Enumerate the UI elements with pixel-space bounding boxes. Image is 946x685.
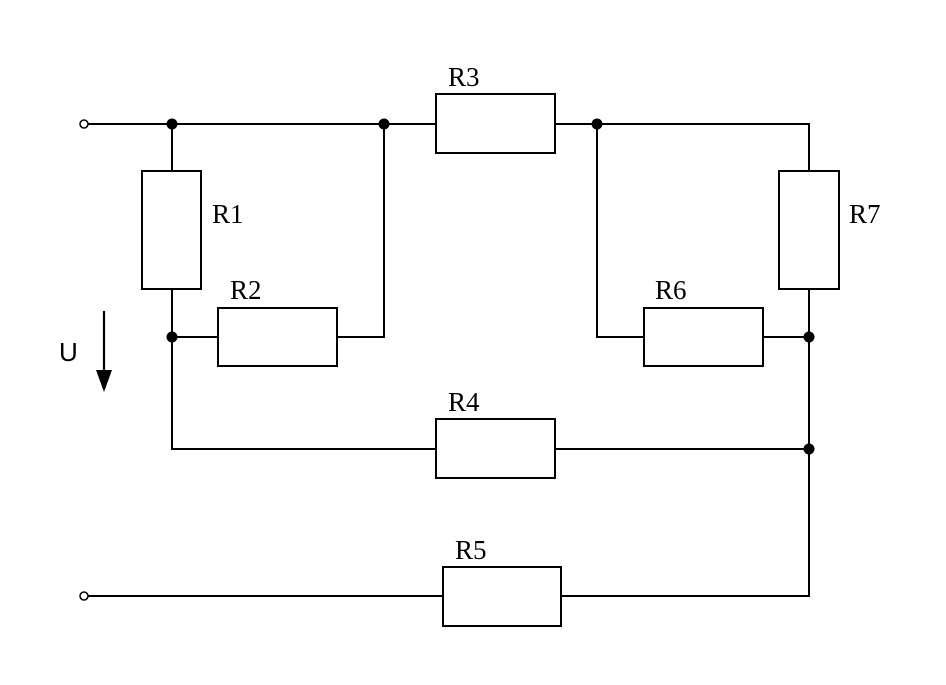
junctions xyxy=(166,118,815,455)
resistor-r3 xyxy=(435,93,556,154)
resistor-r2 xyxy=(217,307,338,367)
terminal-bottom xyxy=(79,591,89,601)
label-r7: R7 xyxy=(849,199,881,229)
label-r5: R5 xyxy=(455,535,487,565)
voltage-label: U xyxy=(59,337,78,367)
junction-node xyxy=(591,118,603,130)
resistor-r7 xyxy=(778,170,840,290)
resistor-r4 xyxy=(435,418,556,479)
resistor-r1 xyxy=(141,170,202,290)
voltage-arrow-icon xyxy=(96,311,112,392)
label-r4: R4 xyxy=(448,387,480,417)
label-r2: R2 xyxy=(230,275,262,305)
wires xyxy=(87,123,810,597)
label-r3: R3 xyxy=(448,62,480,92)
label-r6: R6 xyxy=(655,275,687,305)
resistor-r6 xyxy=(643,307,764,367)
junction-node xyxy=(166,118,178,130)
resistor-r5 xyxy=(442,566,562,627)
terminal-top xyxy=(79,119,89,129)
junction-node xyxy=(166,331,178,343)
junction-node xyxy=(378,118,390,130)
junction-node xyxy=(803,331,815,343)
label-r1: R1 xyxy=(212,199,244,229)
junction-node xyxy=(803,443,815,455)
